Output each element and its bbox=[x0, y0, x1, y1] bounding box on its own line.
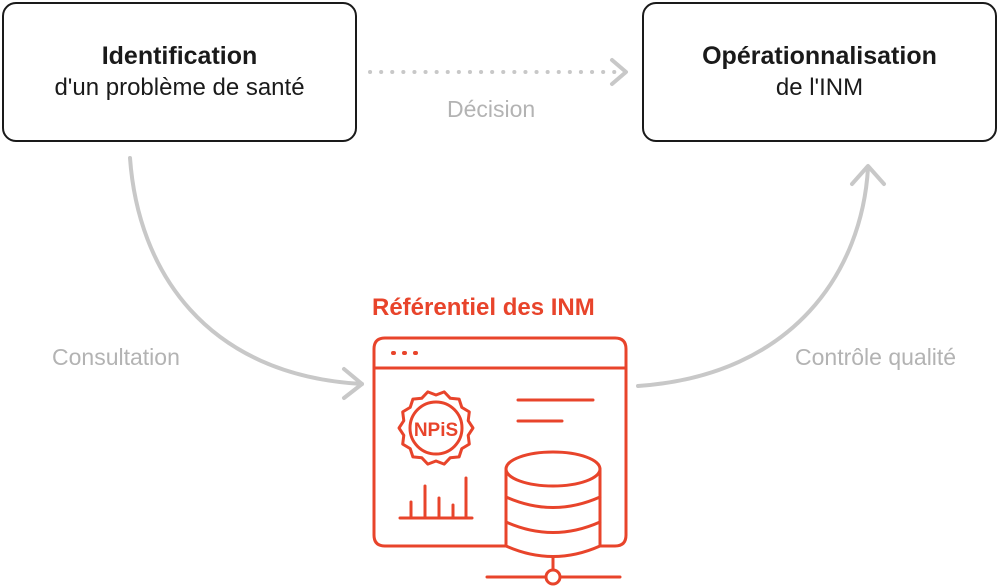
consultation-label: Consultation bbox=[52, 344, 180, 370]
consultation-arrow bbox=[128, 156, 364, 400]
database-icon bbox=[504, 450, 602, 558]
browser-window-icon bbox=[372, 336, 628, 548]
decision-arrow bbox=[368, 58, 628, 86]
identification-subtitle: d'un problème de santé bbox=[54, 74, 305, 101]
bar-chart-icon bbox=[398, 476, 474, 520]
identification-title: Identification bbox=[101, 42, 258, 70]
decision-label: Décision bbox=[447, 96, 536, 122]
network-node-icon bbox=[485, 555, 622, 586]
operationnalisation-title: Opérationnalisation bbox=[702, 42, 937, 70]
seal-icon bbox=[408, 400, 464, 456]
seal-text: NPiS bbox=[414, 420, 458, 441]
controle-arrow bbox=[636, 164, 886, 388]
seal-scallop bbox=[397, 390, 475, 466]
referentiel-title: Référentiel des INM bbox=[372, 294, 595, 321]
operationnalisation-subtitle: de l'INM bbox=[775, 74, 864, 101]
controle-label: Contrôle qualité bbox=[795, 344, 957, 370]
operationnalisation-box: Opérationnalisation de l'INM bbox=[642, 2, 997, 142]
identification-box: Identification d'un problème de santé bbox=[2, 2, 357, 142]
text-lines-icon bbox=[516, 398, 595, 423]
